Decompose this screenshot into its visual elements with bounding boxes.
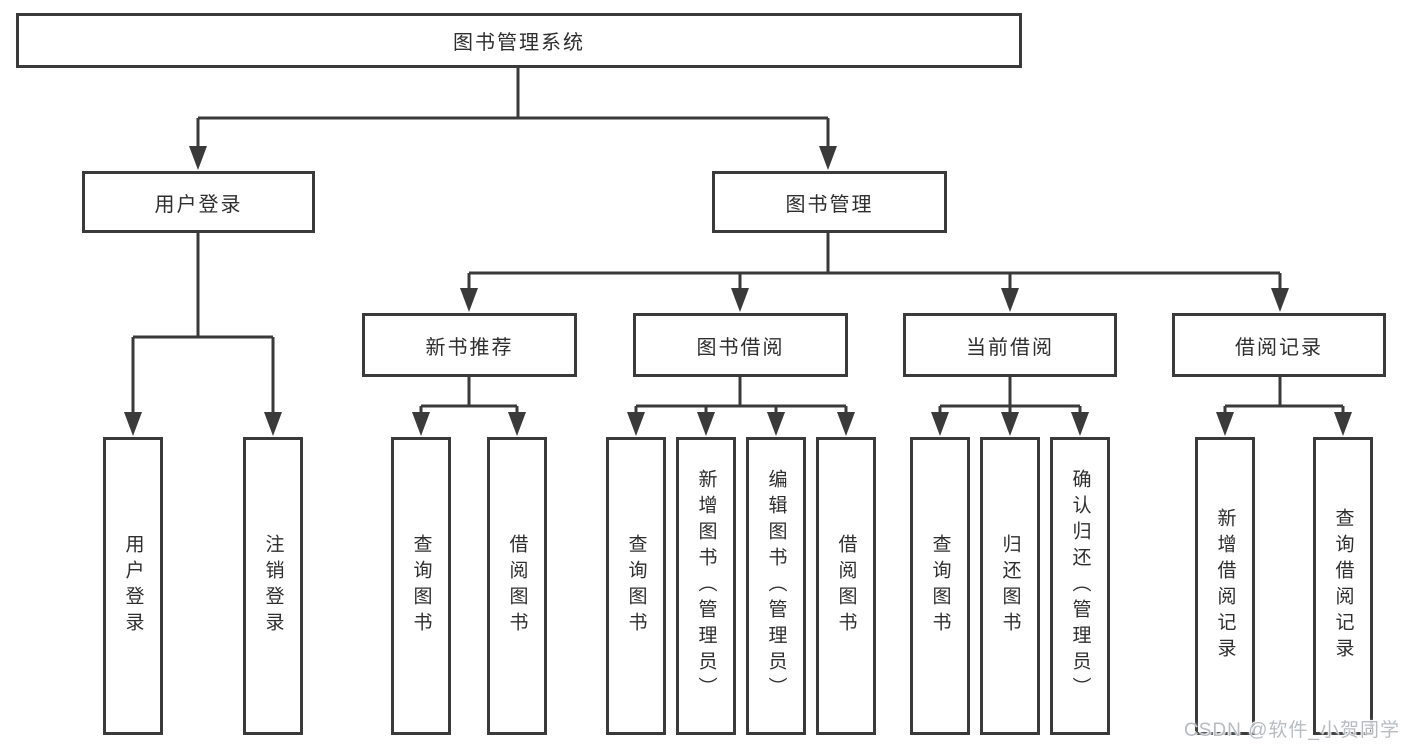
node-current-borrowing: 当前借阅 bbox=[903, 313, 1117, 377]
arrowhead bbox=[697, 412, 715, 436]
arrowhead bbox=[460, 288, 478, 312]
connector-root-split bbox=[196, 68, 830, 150]
node-leaf-borrow-books-2: 借阅图书 bbox=[816, 437, 876, 735]
arrowhead bbox=[412, 412, 430, 436]
connector-newbook-split bbox=[419, 377, 519, 414]
node-leaf-add-book-admin: 新增图书（管理员） bbox=[676, 437, 736, 735]
node-leaf-query-books-3: 查询图书 bbox=[910, 437, 970, 735]
arrowhead bbox=[1071, 412, 1089, 436]
arrowhead bbox=[1001, 412, 1019, 436]
node-leaf-add-borrow-record: 新增借阅记录 bbox=[1195, 437, 1255, 735]
csdn-watermark: CSDN @软件_小贺同学 bbox=[1184, 720, 1400, 741]
arrowhead bbox=[264, 412, 282, 436]
node-leaf-logout: 注销登录 bbox=[243, 437, 303, 735]
node-borrowing-records: 借阅记录 bbox=[1172, 313, 1386, 377]
arrowhead bbox=[819, 146, 837, 170]
connector-user-login-split bbox=[131, 233, 275, 414]
arrowhead bbox=[1334, 412, 1352, 436]
arrowhead bbox=[1001, 288, 1019, 312]
arrowhead bbox=[931, 412, 949, 436]
node-user-login: 用户登录 bbox=[82, 171, 315, 233]
connector-current-split bbox=[938, 377, 1082, 414]
arrowhead bbox=[1271, 288, 1289, 312]
arrowhead bbox=[124, 412, 142, 436]
arrowhead bbox=[1216, 412, 1234, 436]
connector-records-split bbox=[1223, 377, 1345, 414]
arrowhead bbox=[767, 412, 785, 436]
node-leaf-edit-book-admin: 编辑图书（管理员） bbox=[746, 437, 806, 735]
arrowhead bbox=[731, 288, 749, 312]
arrowhead bbox=[837, 412, 855, 436]
node-book-management: 图书管理 bbox=[712, 171, 947, 233]
node-leaf-user-login: 用户登录 bbox=[103, 437, 163, 735]
node-leaf-query-books-1: 查询图书 bbox=[391, 437, 451, 735]
arrowhead bbox=[508, 412, 526, 436]
arrowhead bbox=[189, 146, 207, 170]
node-leaf-query-borrow-record: 查询借阅记录 bbox=[1313, 437, 1373, 735]
node-leaf-borrow-books-1: 借阅图书 bbox=[487, 437, 547, 735]
connector-borrowing-split bbox=[634, 377, 848, 414]
node-leaf-confirm-return-admin: 确认归还（管理员） bbox=[1050, 437, 1110, 735]
connector-book-mgmt-split bbox=[467, 233, 1282, 292]
node-book-borrowing: 图书借阅 bbox=[633, 313, 848, 377]
arrowhead bbox=[627, 412, 645, 436]
node-new-book-recommend: 新书推荐 bbox=[362, 313, 577, 377]
node-leaf-return-book: 归还图书 bbox=[980, 437, 1040, 735]
node-leaf-query-books-2: 查询图书 bbox=[606, 437, 666, 735]
node-root-system: 图书管理系统 bbox=[16, 13, 1022, 68]
